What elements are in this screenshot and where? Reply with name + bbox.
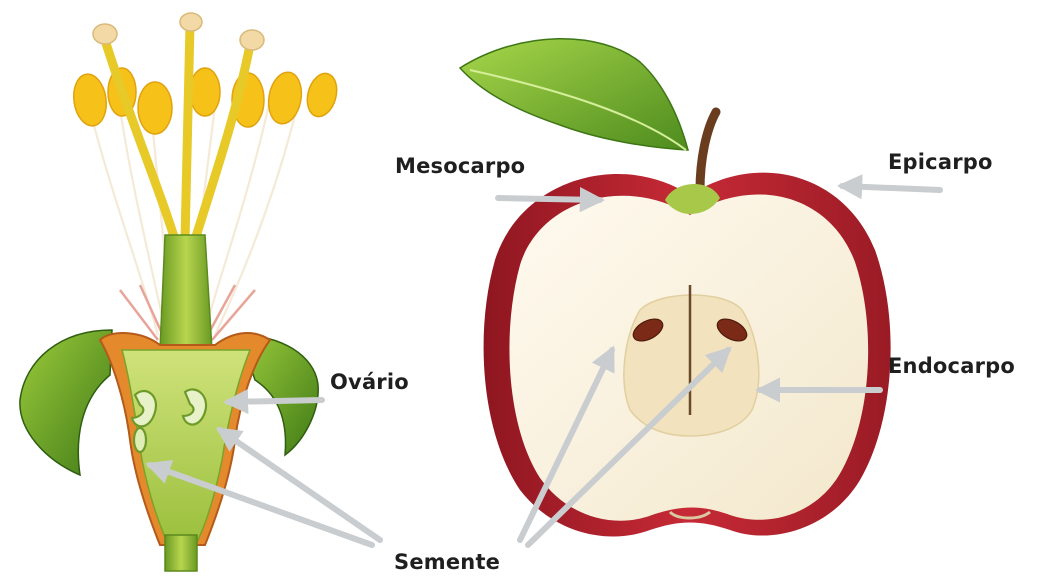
apple-core [624, 295, 759, 436]
apple-cross-section [460, 39, 891, 537]
left-sepal [20, 330, 112, 475]
arrow-ovario [228, 400, 322, 402]
label-endocarpo: Endocarpo [888, 354, 1015, 378]
arrow-semente-2 [220, 430, 380, 540]
arrow-epicarpo [842, 186, 940, 190]
anthers [71, 68, 342, 134]
stigmas [93, 13, 264, 50]
label-mesocarpo: Mesocarpo [395, 154, 525, 178]
flower-cross-section [20, 13, 341, 571]
apple-leaf-icon [460, 39, 688, 150]
label-ovario: Ovário [330, 370, 409, 394]
style-column [160, 235, 212, 350]
apple-stem [700, 112, 716, 190]
label-epicarpo: Epicarpo [888, 150, 993, 174]
label-semente: Semente [394, 550, 500, 574]
pedicel [165, 535, 197, 571]
styles [105, 25, 250, 240]
arrow-mesocarpo [498, 198, 600, 200]
